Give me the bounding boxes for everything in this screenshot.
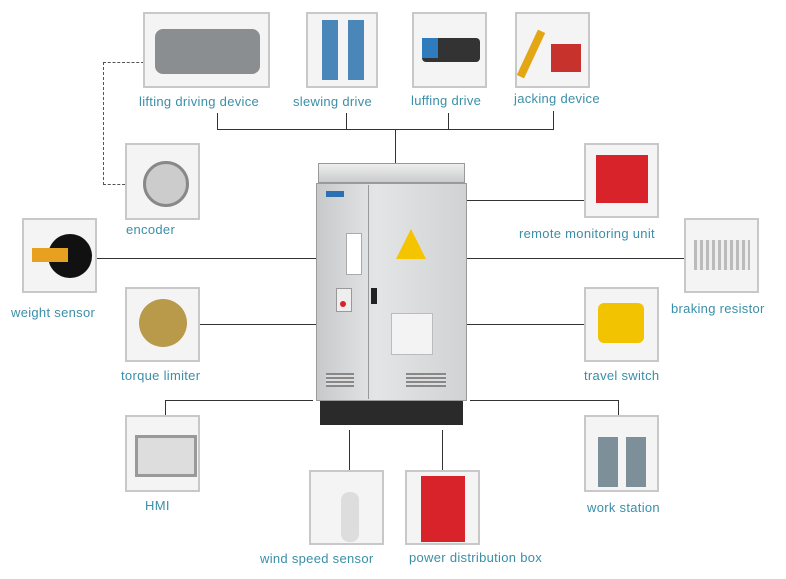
label-weight-sensor: weight sensor: [11, 305, 96, 320]
connector: [618, 400, 619, 415]
control-cabinet: [316, 163, 467, 425]
label-hmi: HMI: [145, 498, 170, 513]
weight-sensor-image: [22, 218, 97, 293]
lifting-driving-device-image: [143, 12, 270, 88]
connector: [395, 129, 396, 169]
jacking-device-image: [515, 12, 590, 88]
connector: [346, 113, 347, 129]
connector: [553, 111, 554, 129]
power-distribution-box-image: [405, 470, 480, 545]
top-bus-line: [217, 129, 554, 130]
label-work-station: work station: [587, 500, 660, 515]
travel-switch-image: [584, 287, 659, 362]
connector: [165, 400, 313, 401]
connector: [448, 113, 449, 129]
connector: [200, 324, 320, 325]
connector: [349, 430, 350, 470]
encoder-dashed-link: [103, 62, 144, 185]
slewing-drive-image: [306, 12, 378, 88]
label-travel-switch: travel switch: [584, 368, 660, 383]
label-jacking-device: jacking device: [514, 91, 600, 106]
label-wind-speed-sensor: wind speed sensor: [260, 551, 374, 566]
connector: [442, 430, 443, 470]
remote-monitoring-unit-image: [584, 143, 659, 218]
label-power-distribution-box: power distribution box: [409, 550, 543, 565]
encoder-image: [125, 143, 200, 220]
luffing-drive-image: [412, 12, 487, 88]
label-slewing-drive: slewing drive: [293, 94, 373, 109]
connector: [217, 113, 218, 129]
hmi-image: [125, 415, 200, 492]
connector: [165, 400, 166, 415]
connector: [97, 258, 320, 259]
connector: [470, 400, 618, 401]
connector: [465, 324, 584, 325]
wind-speed-sensor-image: [309, 470, 384, 545]
work-station-image: [584, 415, 659, 492]
label-braking-resistor: braking resistor: [671, 301, 765, 316]
connector: [465, 258, 684, 259]
braking-resistor-image: [684, 218, 759, 293]
label-torque-limiter: torque limiter: [121, 368, 201, 383]
label-encoder: encoder: [126, 222, 176, 237]
label-remote-monitoring-unit: remote monitoring unit: [519, 226, 655, 241]
label-lifting-driving-device: lifting driving device: [139, 94, 260, 109]
connector: [465, 200, 584, 201]
label-luffing-drive: luffing drive: [411, 93, 482, 108]
torque-limiter-image: [125, 287, 200, 362]
